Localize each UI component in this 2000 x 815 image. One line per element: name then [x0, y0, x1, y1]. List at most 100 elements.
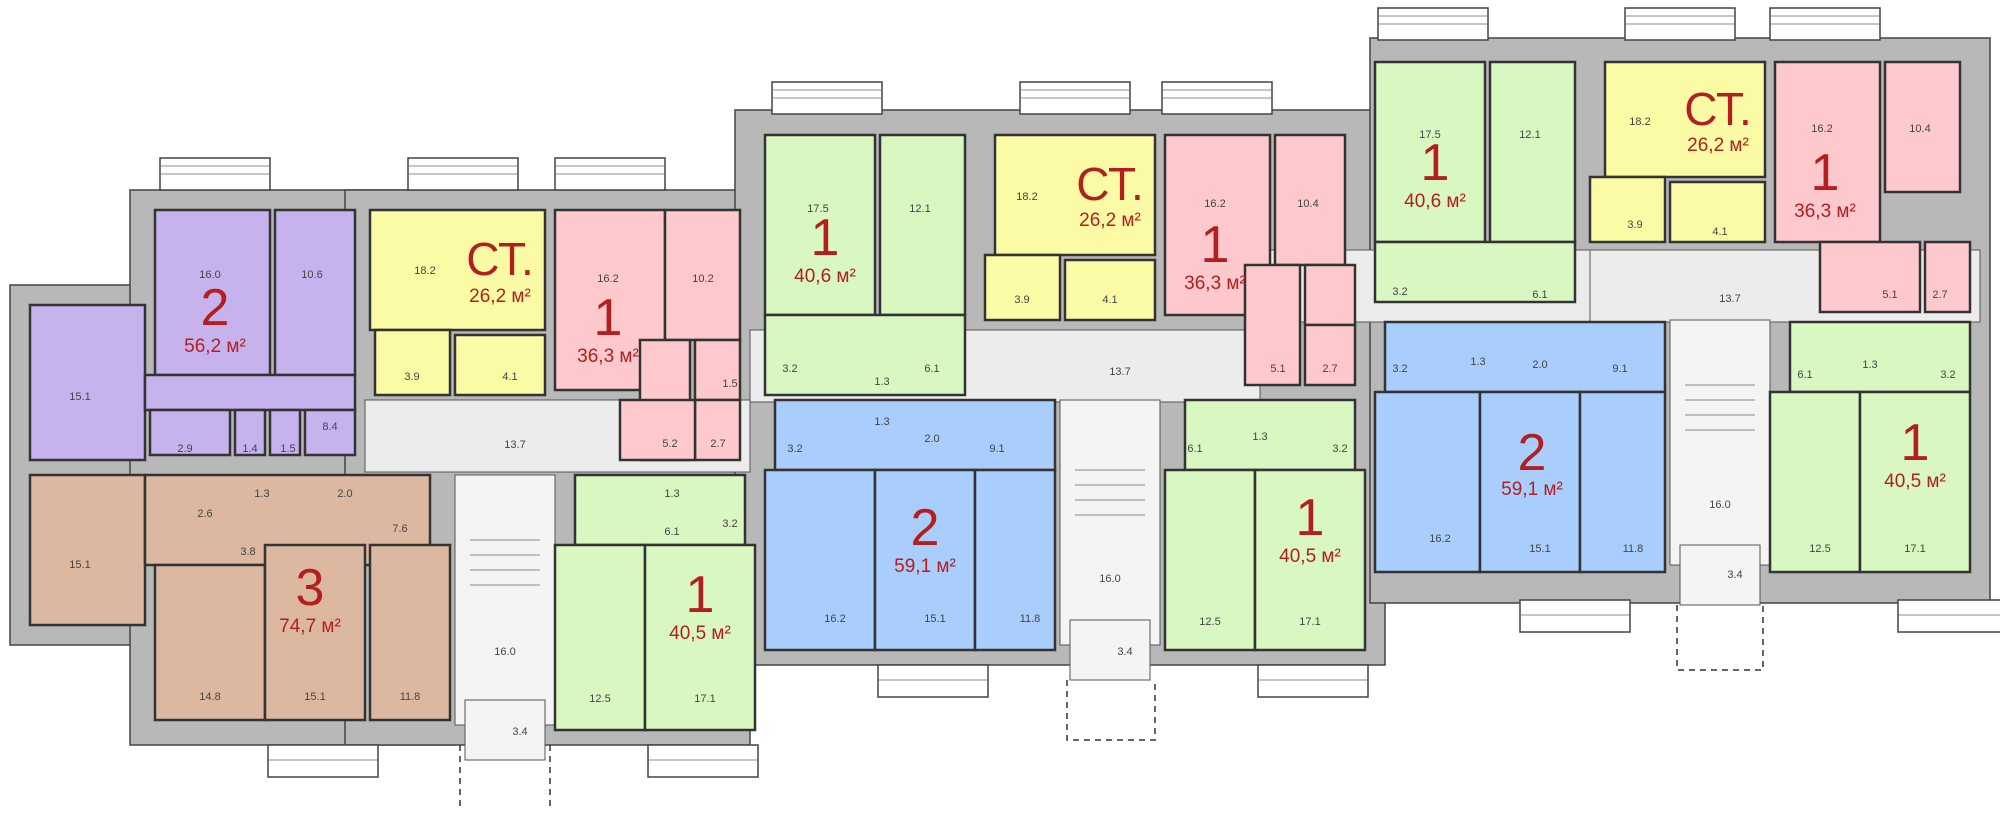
- room: [1668, 180, 1767, 244]
- room-area: 15.1: [304, 691, 325, 703]
- room: [453, 333, 547, 397]
- room: [1243, 263, 1302, 387]
- room-area: 1.4: [242, 443, 257, 455]
- svg-text:СТ.: СТ.: [1076, 158, 1143, 210]
- apt-2-blue-1: [763, 398, 1057, 652]
- room-area: 7.6: [392, 523, 407, 535]
- room: [878, 133, 967, 317]
- room: [1578, 390, 1667, 574]
- room: [1773, 60, 1882, 244]
- room-area: 16.2: [1204, 198, 1225, 210]
- room-area: 15.1: [1529, 543, 1550, 555]
- room-area: 1.5: [280, 443, 295, 455]
- room-area: 3.8: [240, 546, 255, 558]
- apt-1-pink-2: [1163, 133, 1357, 387]
- room: [143, 373, 357, 412]
- svg-text:26,2 м²: 26,2 м²: [1687, 135, 1749, 156]
- svg-text:40,5 м²: 40,5 м²: [1279, 546, 1341, 567]
- room-area: 3.2: [1392, 286, 1407, 298]
- apt-st-2: [983, 133, 1157, 322]
- room: [763, 313, 967, 397]
- room-area: 3.2: [722, 518, 737, 530]
- svg-text:59,1 м²: 59,1 м²: [894, 556, 956, 577]
- room-area: 18.2: [414, 265, 435, 277]
- room: [1373, 240, 1577, 304]
- svg-text:2: 2: [1518, 424, 1547, 482]
- room: [693, 338, 742, 402]
- room: [233, 408, 267, 457]
- apt-label-1-green-5: 1 40,5 м²: [1884, 414, 1946, 492]
- room: [553, 543, 647, 732]
- room-area: 1.5: [722, 378, 737, 390]
- room-area: 15.1: [924, 613, 945, 625]
- apt-1-green-3: [1163, 398, 1367, 652]
- room-area: 3.2: [1940, 369, 1955, 381]
- room-area: 16.0: [1709, 499, 1730, 511]
- apt-st-1: [368, 208, 547, 397]
- svg-text:1: 1: [1421, 134, 1450, 192]
- room-area: 6.1: [1187, 443, 1202, 455]
- room-area: 2.0: [924, 433, 939, 445]
- svg-text:1: 1: [1901, 414, 1930, 472]
- room-area: 11.8: [1020, 613, 1041, 625]
- room-area: 5.1: [1882, 289, 1897, 301]
- room-area: 16.0: [1099, 573, 1120, 585]
- room-area: 12.5: [1809, 543, 1830, 555]
- room-area: 6.1: [664, 526, 679, 538]
- apt-label-3: 3 74,7 м²: [279, 559, 341, 637]
- room-area: 16.0: [199, 269, 220, 281]
- svg-text:3: 3: [296, 559, 325, 617]
- room: [1303, 323, 1357, 387]
- room: [1488, 60, 1577, 244]
- apt-3: [28, 473, 452, 722]
- apt-label-st-3: СТ. 26,2 м²: [1684, 83, 1751, 156]
- room-area: 15.1: [69, 391, 90, 403]
- room-area: 10.2: [692, 273, 713, 285]
- apt-st-3: [1588, 60, 1767, 244]
- apt-1-pink-1: [553, 208, 742, 462]
- room: [1768, 390, 1862, 574]
- room-area-numbers: 16.0 10.6 15.1 8.4 2.9 1.4 1.5 18.2 3.9 …: [69, 116, 1955, 738]
- apt-label-1-green-4: 1 40,6 м²: [1404, 134, 1466, 212]
- room-area: 11.8: [1623, 543, 1644, 555]
- room: [1788, 320, 1972, 394]
- room: [303, 408, 357, 457]
- room-area: 3.2: [1392, 363, 1407, 375]
- room: [268, 408, 302, 457]
- room: [763, 133, 877, 317]
- room: [1063, 258, 1157, 322]
- room: [1253, 468, 1367, 652]
- room-area: 15.1: [69, 559, 90, 571]
- svg-text:СТ.: СТ.: [1684, 83, 1751, 135]
- svg-text:40,5 м²: 40,5 м²: [1884, 471, 1946, 492]
- room: [573, 473, 747, 547]
- room-area: 13.7: [1109, 366, 1130, 378]
- room-area: 4.1: [1102, 294, 1117, 306]
- svg-text:1: 1: [594, 289, 623, 347]
- room: [1883, 60, 1962, 194]
- svg-text:40,6 м²: 40,6 м²: [794, 266, 856, 287]
- room: [1603, 60, 1767, 179]
- room-area: 12.1: [1519, 129, 1540, 141]
- apt-1-pink-3: [1773, 60, 1972, 314]
- apt-label-1-green-1: 1 40,5 м²: [669, 566, 731, 644]
- room: [148, 408, 232, 457]
- room: [1478, 390, 1582, 574]
- room-area: 13.7: [1719, 293, 1740, 305]
- room-area: 16.2: [1811, 123, 1832, 135]
- room: [153, 208, 272, 377]
- room-area: 13.7: [504, 439, 525, 451]
- room-area: 1.3: [1862, 359, 1877, 371]
- room-area: 3.4: [512, 726, 527, 738]
- svg-text:26,2 м²: 26,2 м²: [1079, 210, 1141, 231]
- room: [763, 468, 877, 652]
- apt-label-1-pink-2: 1 36,3 м²: [1184, 216, 1246, 294]
- room: [1163, 468, 1257, 652]
- room-area: 16.2: [1429, 533, 1450, 545]
- stairwells: [454, 319, 1771, 810]
- svg-text:40,5 м²: 40,5 м²: [669, 623, 731, 644]
- room: [983, 253, 1062, 322]
- room-area: 5.1: [1270, 363, 1285, 375]
- room-area: 2.7: [1322, 363, 1337, 375]
